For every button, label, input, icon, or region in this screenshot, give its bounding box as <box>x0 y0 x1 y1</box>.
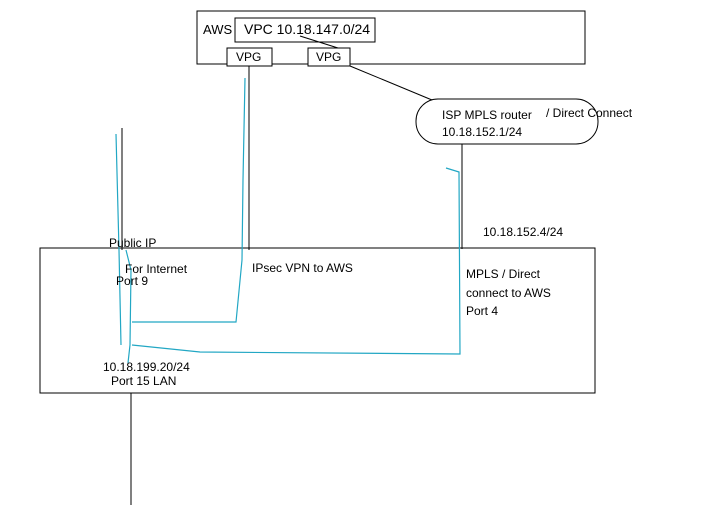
traffic-paths <box>115 77 461 364</box>
mpls-path <box>131 167 461 355</box>
mpls-label-2: connect to AWS <box>466 286 551 300</box>
mpls-port: Port 4 <box>466 304 499 318</box>
isp-router-ip: 10.18.152.1/24 <box>442 125 523 139</box>
vpc-label: VPC 10.18.147.0/24 <box>244 21 371 37</box>
public-ip-label: Public IP <box>109 236 157 250</box>
internet-port: Port 9 <box>116 274 149 288</box>
vpg-right-label: VPG <box>316 50 342 64</box>
device-box <box>39 247 596 394</box>
ipsec-path <box>132 77 246 323</box>
internet-path <box>115 133 122 346</box>
isp-router-label: ISP MPLS router <box>442 108 532 122</box>
mpls-label-1: MPLS / Direct <box>466 267 541 281</box>
router-link-ip: 10.18.152.4/24 <box>483 225 564 239</box>
lan-internet-path <box>125 249 132 364</box>
internet-label: For Internet <box>125 262 188 276</box>
vpg-left-label: VPG <box>236 50 262 64</box>
ipsec-label: IPsec VPN to AWS <box>252 261 353 275</box>
lan-port: Port 15 LAN <box>111 374 177 388</box>
vpg-right-box <box>307 47 351 67</box>
lan-ip: 10.18.199.20/24 <box>103 360 190 374</box>
vpg-isp-link <box>349 65 433 101</box>
isp-router-shape <box>415 98 599 145</box>
direct-connect-label: / Direct Connect <box>546 106 633 120</box>
aws-box <box>196 10 586 65</box>
vpc-box <box>234 17 376 43</box>
vpc-vpg-connector <box>299 35 339 49</box>
aws-label: AWS <box>203 22 233 37</box>
